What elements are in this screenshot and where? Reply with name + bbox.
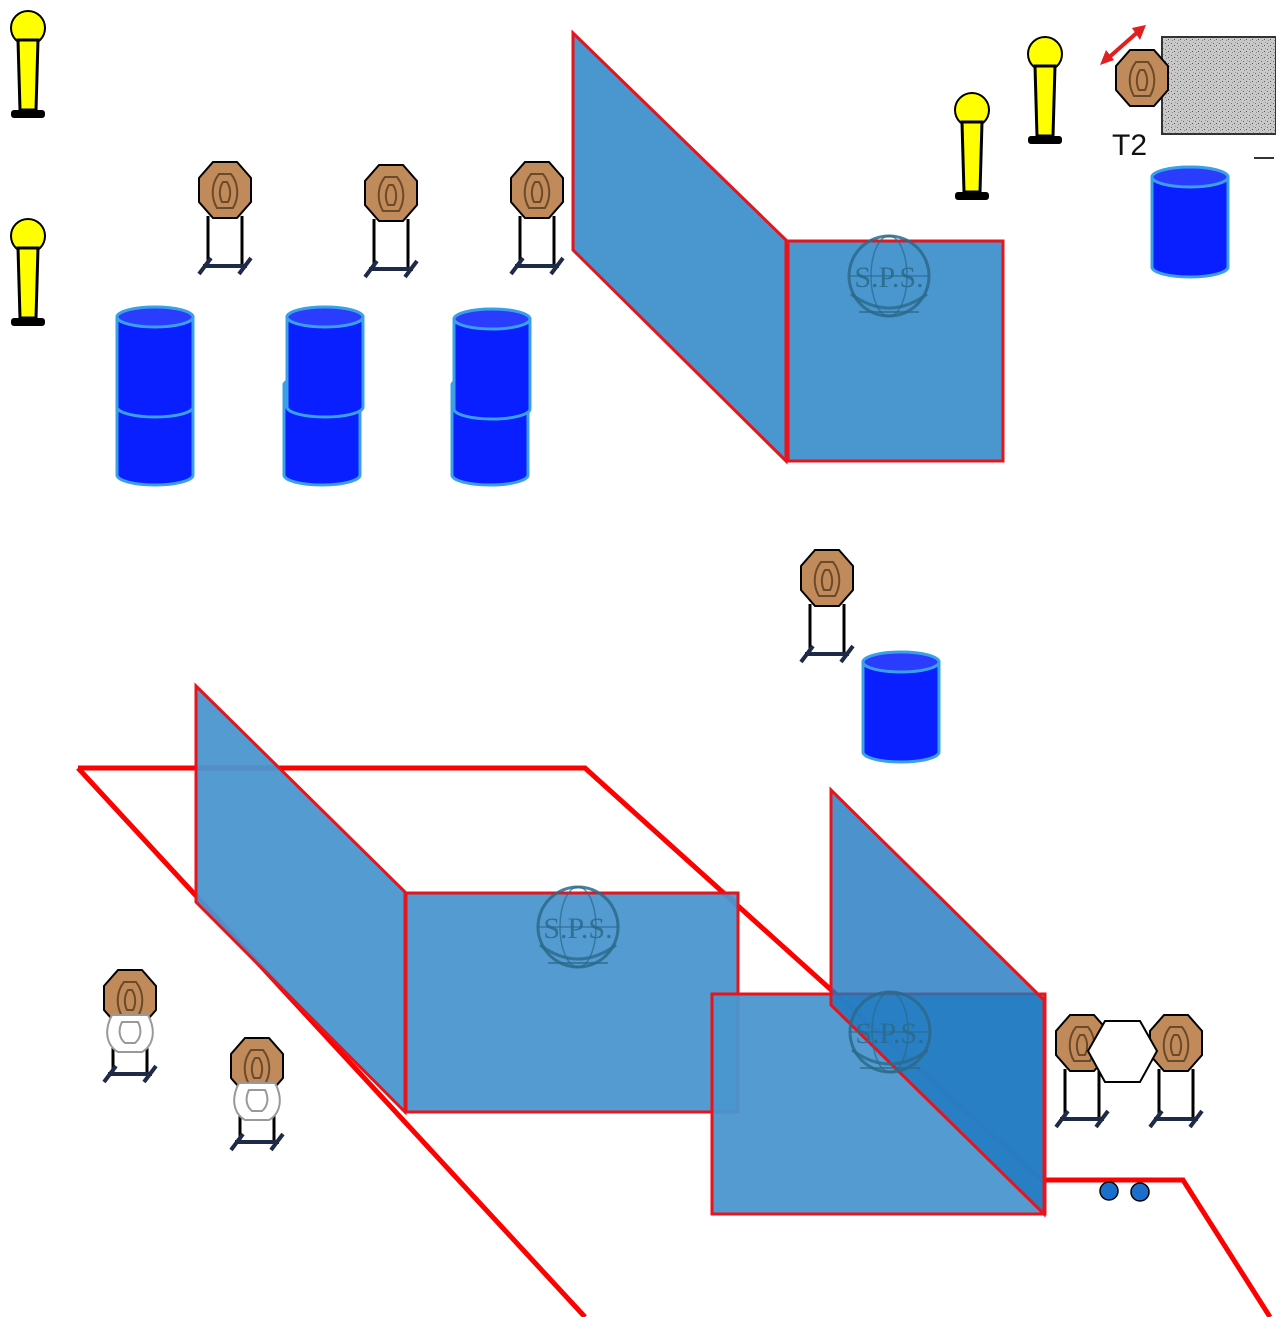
- wall-bottom-left: S.P.S.: [194, 682, 740, 1116]
- no-shoot-overlay: [106, 1014, 154, 1053]
- paper-target-3: [509, 161, 565, 276]
- steel-popper-icon: [1026, 35, 1064, 146]
- no-shoot-hexagon-icon: [1086, 1020, 1159, 1083]
- steel-popper-icon: [9, 217, 47, 328]
- barrel-stack-1: [115, 305, 195, 487]
- barrel-icon: [285, 305, 365, 419]
- barrel-icon: [861, 650, 941, 764]
- wall-top: S.P.S.: [571, 29, 1005, 465]
- start-position-marker: [1130, 1182, 1150, 1202]
- paper-target-icon: [1115, 49, 1169, 107]
- paper-target-1: [197, 161, 253, 276]
- paper-target-2: [363, 164, 419, 279]
- paper-target-4: [799, 549, 855, 664]
- moving-target-t2: T2: [1100, 25, 1276, 162]
- paper-target-icon: [198, 161, 252, 219]
- sps-logo-text: S.P.S.: [854, 261, 923, 294]
- paper-target-icon: [1149, 1014, 1203, 1072]
- concrete-block: [1161, 36, 1276, 135]
- double-arrow-icon: [1100, 25, 1146, 65]
- barrel-icon: [452, 307, 532, 421]
- no-shoot-overlay: [233, 1082, 281, 1121]
- wall-bottom-right: S.P.S.: [710, 786, 1047, 1218]
- steel-popper-icon: [9, 9, 47, 120]
- sps-logo-text: S.P.S.: [855, 1017, 924, 1050]
- paper-target-icon: [800, 549, 854, 607]
- barrel-icon: [115, 305, 195, 419]
- start-position-marker: [1099, 1181, 1119, 1201]
- barrel-stack-2: [282, 305, 365, 487]
- paper-target-6: [229, 1037, 285, 1152]
- steel-popper-icon: [953, 91, 991, 202]
- barrel-stack-3: [450, 307, 532, 487]
- paper-target-8: [1148, 1014, 1204, 1129]
- sps-logo-text: S.P.S.: [543, 912, 612, 945]
- barrel-icon: [1150, 165, 1230, 279]
- paper-target-icon: [364, 164, 418, 222]
- target-label-t2: T2: [1112, 129, 1147, 162]
- paper-target-icon: [510, 161, 564, 219]
- paper-target-5: [102, 969, 158, 1084]
